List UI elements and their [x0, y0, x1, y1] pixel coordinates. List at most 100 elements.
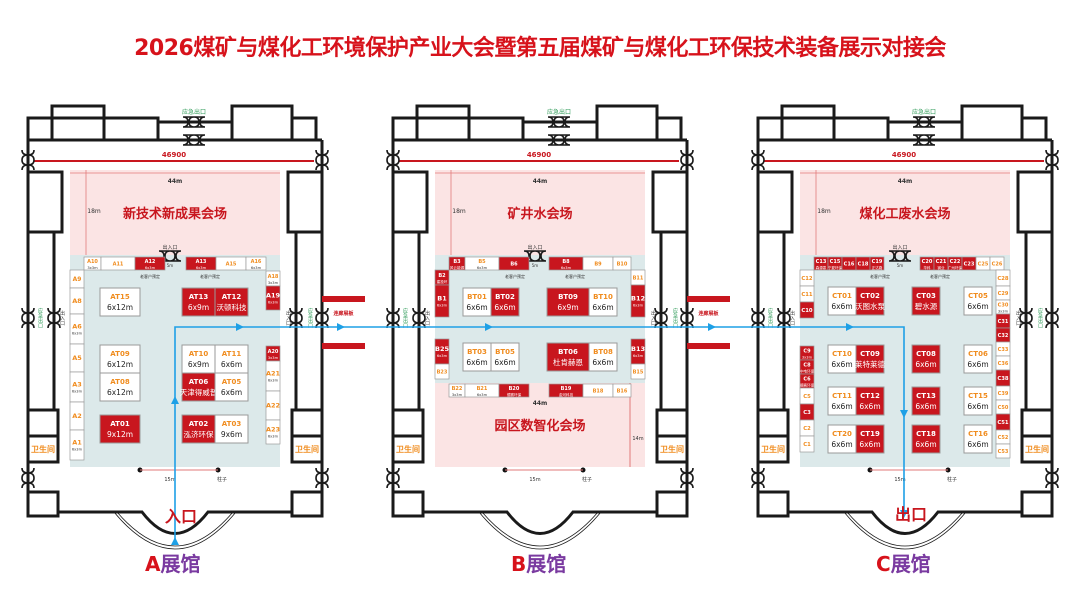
booth[interactable]: B9: [582, 256, 614, 271]
booth[interactable]: C29: [995, 285, 1011, 301]
booth[interactable]: B15: [630, 363, 646, 380]
booth[interactable]: B11: [630, 269, 646, 286]
booth[interactable]: C51: [995, 413, 1011, 431]
booth[interactable]: C1: [799, 435, 815, 453]
booth[interactable]: C32: [995, 327, 1011, 343]
booth[interactable]: A5: [69, 343, 85, 373]
booth[interactable]: A15: [215, 256, 247, 271]
booth[interactable]: C39: [995, 385, 1011, 401]
booth[interactable]: C18: [855, 256, 871, 271]
booth[interactable]: A8: [69, 287, 85, 315]
booth[interactable]: B10: [612, 256, 632, 271]
booth[interactable]: C31: [995, 313, 1011, 329]
booth[interactable]: C10: [799, 301, 815, 319]
booth[interactable]: C52: [995, 429, 1011, 445]
booth[interactable]: C26: [989, 256, 1005, 271]
booth[interactable]: B23: [434, 363, 450, 380]
booth[interactable]: B16: [612, 383, 632, 398]
booth[interactable]: C36: [995, 355, 1011, 371]
booth[interactable]: B18: [582, 383, 614, 398]
booth[interactable]: C23: [961, 256, 977, 271]
booth[interactable]: C53: [995, 443, 1011, 459]
booth[interactable]: C11: [799, 285, 815, 303]
booth[interactable]: C2: [799, 419, 815, 437]
booth[interactable]: A22: [265, 390, 281, 421]
booth[interactable]: C38: [995, 369, 1011, 387]
booth[interactable]: C5: [799, 387, 815, 405]
booth[interactable]: C28: [995, 269, 1011, 287]
booth[interactable]: C33: [995, 341, 1011, 357]
booth[interactable]: A2: [69, 401, 85, 431]
booth[interactable]: C3: [799, 403, 815, 421]
booth[interactable]: A9: [69, 269, 85, 289]
booth[interactable]: B6: [498, 256, 530, 271]
